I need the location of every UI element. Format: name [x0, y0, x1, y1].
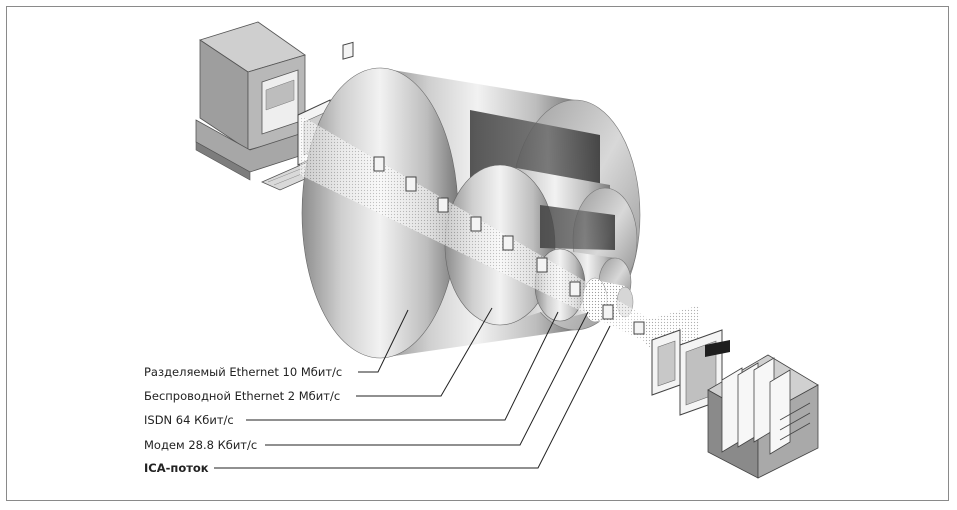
leader-line-modem — [265, 311, 589, 446]
packet-icon — [602, 304, 614, 320]
packet-icon — [470, 216, 482, 232]
label-ica-stream: ICA-поток — [144, 461, 209, 475]
packet-icon — [405, 176, 417, 192]
ica-packets — [342, 41, 645, 335]
label-isdn: ISDN 64 Кбит/с — [144, 413, 234, 427]
packet-icon — [633, 321, 645, 335]
label-shared-ethernet: Разделяемый Ethernet 10 Мбит/с — [144, 365, 342, 379]
leader-line-shared-ethernet — [358, 309, 409, 373]
leader-lines — [214, 307, 611, 469]
label-modem: Модем 28.8 Кбит/с — [144, 438, 257, 452]
packet-icon — [536, 257, 548, 273]
packet-icon — [569, 281, 581, 297]
label-wireless-ethernet: Беспроводной Ethernet 2 Мбит/с — [144, 389, 340, 403]
packet-icon — [373, 156, 385, 172]
figure-frame — [6, 6, 949, 501]
packet-icon — [502, 235, 514, 251]
packet-icon — [342, 41, 354, 60]
packet-icon — [437, 197, 449, 213]
leader-line-wireless-ethernet — [356, 307, 493, 397]
server-icon — [651, 329, 819, 479]
leader-line-isdn — [246, 311, 559, 421]
leader-line-ica-stream — [214, 325, 611, 469]
